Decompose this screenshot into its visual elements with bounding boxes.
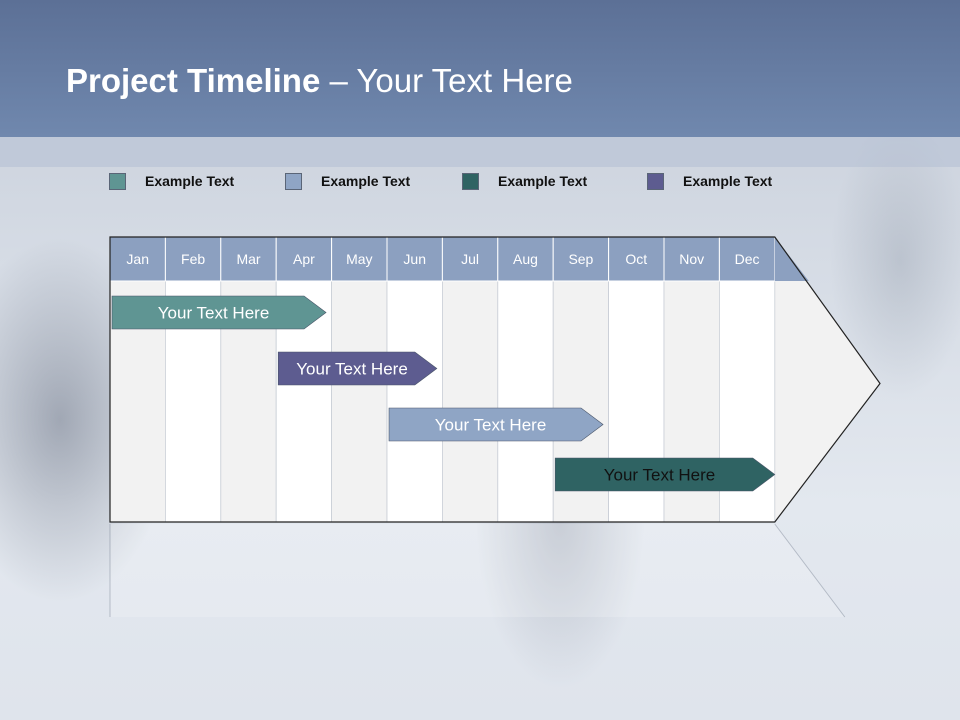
month-column-aug	[497, 280, 554, 523]
month-label: Jan	[126, 251, 149, 267]
month-header-jun	[386, 236, 443, 282]
task-label-3: Your Text Here	[435, 416, 547, 435]
legend-swatch-1	[109, 172, 126, 190]
task-label-1: Your Text Here	[158, 304, 270, 323]
month-column-may	[331, 280, 388, 523]
month-headers: Jan Feb Mar Apr May Jun Jul Aug Sep Oct Nov Dec	[109, 236, 809, 282]
month-label: Jul	[461, 251, 479, 267]
title-sub-band	[0, 137, 960, 167]
task-bar-3	[388, 407, 604, 442]
legend-label-4: Example Text	[683, 173, 773, 189]
reflection-diagonal-edge	[774, 523, 846, 618]
month-header-mar	[220, 236, 277, 282]
legend-swatch-2	[285, 172, 302, 190]
title-bold: Project Timeline	[66, 62, 321, 99]
arrow-tip-fill	[774, 237, 880, 522]
month-label: Feb	[181, 251, 205, 267]
legend-swatch-4	[647, 172, 664, 190]
month-header-nov	[663, 236, 720, 282]
month-label: Apr	[293, 251, 315, 267]
legend-item-2: Example Text	[285, 170, 410, 192]
month-label: Dec	[735, 251, 760, 267]
month-header-jul	[441, 236, 499, 282]
month-header-feb	[164, 236, 222, 282]
task-bar-1	[111, 295, 327, 330]
task-label-4: Your Text Here	[604, 466, 716, 485]
month-label: Jun	[403, 251, 426, 267]
legend-label-2: Example Text	[321, 173, 411, 189]
page-title: Project Timeline – Your Text Here	[66, 58, 573, 104]
legend-swatch-3	[462, 172, 479, 190]
legend-label-1: Example Text	[145, 173, 235, 189]
month-column-jun	[386, 280, 443, 523]
month-label: Mar	[236, 251, 260, 267]
month-header-dec	[718, 236, 776, 282]
month-label: Oct	[625, 251, 647, 267]
month-label: Aug	[513, 251, 538, 267]
task-bar-2	[277, 351, 438, 386]
legend-label-3: Example Text	[498, 173, 588, 189]
month-label: May	[346, 251, 372, 267]
reflection-shape	[110, 524, 845, 617]
month-label: Nov	[679, 251, 704, 267]
month-column-jul	[441, 280, 499, 523]
month-header-apr	[275, 236, 333, 282]
timeline-arrow-outline	[109, 236, 881, 523]
timeline-reflection	[109, 523, 846, 618]
title-rest: – Your Text Here	[320, 62, 573, 99]
legend-item-3: Example Text	[462, 170, 587, 192]
title-bar	[0, 0, 960, 137]
arrow-outline	[109, 236, 881, 523]
month-label: Sep	[568, 251, 593, 267]
task-bar-4	[554, 457, 776, 492]
task-label-2: Your Text Here	[296, 360, 408, 379]
legend-item-4: Example Text	[647, 170, 772, 192]
legend-item-1: Example Text	[109, 170, 234, 192]
